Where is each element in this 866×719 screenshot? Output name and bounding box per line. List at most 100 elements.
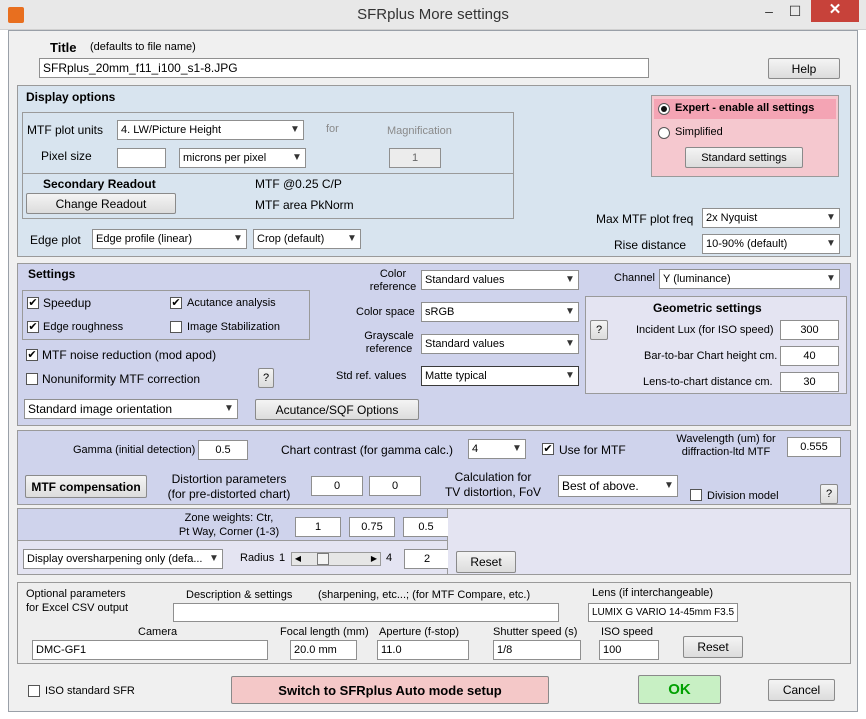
orientation-select[interactable]: Standard image orientation▼ [24, 399, 238, 419]
magnification-input[interactable] [389, 148, 441, 168]
for-label: for [326, 123, 339, 135]
nonuniformity-checkbox[interactable] [26, 373, 38, 385]
chevron-down-icon: ▼ [664, 480, 674, 491]
max-freq-value: 2x Nyquist [706, 212, 758, 224]
ok-button[interactable]: OK [638, 675, 721, 704]
distortion-param-2[interactable] [369, 476, 421, 496]
aperture-input[interactable] [377, 640, 469, 660]
shutter-speed-input[interactable] [493, 640, 581, 660]
acutance-sqf-button[interactable]: Acutance/SQF Options [255, 399, 419, 420]
image-stabilization-checkbox[interactable] [170, 321, 182, 333]
color-space-select[interactable]: sRGB▼ [421, 302, 579, 322]
pixel-size-input[interactable] [117, 148, 166, 168]
wavelength-input[interactable] [787, 437, 841, 457]
radius-input[interactable] [404, 549, 450, 569]
mtf-noise-label: MTF noise reduction (mod apod) [42, 348, 217, 362]
standard-settings-button[interactable]: Standard settings [685, 147, 803, 168]
zone-weight-part-way[interactable] [349, 517, 395, 537]
camera-input[interactable] [32, 640, 268, 660]
crop-select[interactable]: Crop (default) ▼ [253, 229, 361, 249]
slider-left-arrow-icon[interactable]: ◀ [294, 554, 302, 563]
simplified-radio[interactable] [658, 127, 670, 139]
mtf-units-select[interactable]: 4. LW/Picture Height ▼ [117, 120, 304, 140]
mtf-noise-checkbox[interactable]: ✔ [26, 349, 38, 361]
pixel-size-label: Pixel size [41, 149, 92, 163]
use-for-mtf-checkbox[interactable]: ✔ [542, 443, 554, 455]
chevron-down-icon: ▼ [826, 238, 836, 249]
change-readout-button[interactable]: Change Readout [26, 193, 176, 214]
edge-plot-select[interactable]: Edge profile (linear)▼ [92, 229, 247, 249]
gamma-input[interactable] [198, 440, 248, 460]
chevron-down-icon: ▼ [565, 274, 575, 285]
focal-length-input[interactable] [290, 640, 357, 660]
edge-plot-label: Edge plot [30, 233, 81, 247]
lens-distance-label: Lens-to-chart distance cm. [643, 376, 773, 388]
switch-auto-mode-button[interactable]: Switch to SFRplus Auto mode setup [231, 676, 549, 704]
focal-length-label: Focal length (mm) [280, 626, 369, 638]
zone-weight-center[interactable] [295, 517, 341, 537]
crop-value: Crop (default) [257, 233, 325, 245]
tv-distortion-select[interactable]: Best of above.▼ [558, 475, 678, 497]
nonuniformity-help-button[interactable]: ? [258, 368, 274, 388]
close-icon[interactable]: ✕ [811, 0, 859, 22]
distortion-help-button[interactable]: ? [820, 484, 838, 504]
settings-heading: Settings [28, 267, 76, 281]
chevron-down-icon: ▼ [826, 212, 836, 223]
division-model-checkbox[interactable] [690, 489, 702, 501]
minimize-icon[interactable]: – [765, 3, 773, 19]
gamma-label: Gamma (initial detection) [73, 444, 196, 456]
acutance-label: Acutance analysis [187, 297, 276, 309]
zone-weight-corner[interactable] [403, 517, 449, 537]
maximize-icon[interactable]: ☐ [788, 3, 802, 19]
compensation-reset-button[interactable]: Reset [456, 551, 516, 573]
speedup-label: Speedup [43, 296, 92, 310]
description-input[interactable] [173, 603, 559, 622]
acutance-checkbox[interactable]: ✔ [170, 297, 182, 309]
distortion-param-1[interactable] [311, 476, 363, 496]
max-freq-select[interactable]: 2x Nyquist ▼ [702, 208, 840, 228]
pixel-unit-select[interactable]: microns per pixel▼ [179, 148, 306, 168]
chevron-down-icon: ▼ [347, 233, 357, 244]
lens-input[interactable] [588, 603, 738, 622]
radius-slider[interactable]: ◀ ▶ [291, 552, 381, 566]
oversharpening-select[interactable]: Display oversharpening only (defa...▼ [23, 549, 223, 569]
mtf-units-value: 4. LW/Picture Height [121, 124, 222, 136]
edge-roughness-checkbox[interactable]: ✔ [27, 321, 39, 333]
iso-standard-sfr-checkbox[interactable] [28, 685, 40, 697]
grayscale-reference-select[interactable]: Standard values▼ [421, 334, 579, 354]
title-bar: SFRplus More settings – ☐ ✕ [0, 0, 866, 30]
rise-distance-select[interactable]: 10-90% (default) ▼ [702, 234, 840, 254]
title-input[interactable] [39, 58, 649, 78]
orientation-value: Standard image orientation [28, 402, 173, 416]
cancel-button[interactable]: Cancel [768, 679, 835, 701]
channel-select[interactable]: Y (luminance)▼ [659, 269, 840, 289]
lens-distance-input[interactable] [780, 372, 839, 392]
radius-max-label: 4 [386, 552, 393, 564]
chevron-down-icon: ▼ [209, 553, 219, 564]
geometric-settings-box: Geometric settings ? Incident Lux (for I… [585, 296, 847, 394]
std-ref-select[interactable]: Matte typical▼ [421, 366, 579, 386]
geometric-help-button[interactable]: ? [590, 320, 608, 340]
optional-reset-button[interactable]: Reset [683, 636, 743, 658]
radius-slider-thumb[interactable] [317, 553, 329, 565]
radius-label: Radius [240, 552, 275, 564]
color-reference-select[interactable]: Standard values▼ [421, 270, 579, 290]
iso-speed-input[interactable] [599, 640, 659, 660]
bar-height-input[interactable] [780, 346, 839, 366]
expert-radio[interactable] [658, 103, 670, 115]
rise-distance-value: 10-90% (default) [706, 238, 788, 250]
chart-contrast-select[interactable]: 4▼ [468, 439, 526, 459]
chevron-down-icon: ▼ [826, 273, 836, 284]
speed-options-box: ✔ Speedup ✔ Acutance analysis ✔ Edge rou… [22, 290, 310, 340]
chevron-down-icon: ▼ [290, 124, 300, 135]
chevron-down-icon: ▼ [565, 370, 575, 381]
help-button[interactable]: Help [768, 58, 840, 79]
mtf-compensation-button[interactable]: MTF compensation [25, 475, 147, 498]
speedup-checkbox[interactable]: ✔ [27, 297, 39, 309]
incident-lux-input[interactable] [780, 320, 839, 340]
slider-right-arrow-icon[interactable]: ▶ [370, 554, 378, 563]
